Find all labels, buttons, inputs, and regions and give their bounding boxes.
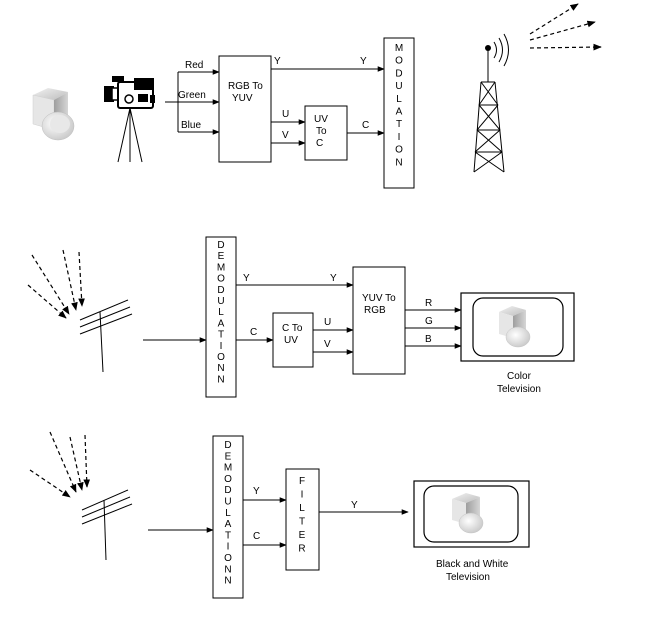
- antenna-icon: [27, 249, 133, 373]
- tower-icon: [473, 33, 509, 173]
- tx-u-label: U: [282, 109, 289, 120]
- modulation-letter: A: [396, 107, 403, 118]
- filter-letter: R: [298, 544, 305, 555]
- rxc-r-label: R: [425, 298, 432, 309]
- color-demodulation-letter: N: [217, 374, 224, 385]
- color-demodulation-letter: N: [217, 363, 224, 374]
- filter-letter: I: [301, 490, 304, 501]
- color-tv-label-1: Color: [507, 371, 532, 382]
- bw-demodulation-block: [212, 435, 244, 599]
- color-demodulation-letter: M: [217, 262, 225, 273]
- object-icon: [32, 88, 75, 141]
- rxc-c-label: C: [250, 327, 257, 338]
- modulation-letter: O: [395, 145, 403, 156]
- modulation-letter: L: [396, 94, 402, 105]
- rxbw-y-in-label: Y: [253, 486, 260, 497]
- filter-letter: T: [299, 517, 305, 528]
- uv-to-c-label-1: UV: [314, 114, 328, 125]
- transmitter-section: Red Green Blue RGB To YUV Y Y U V UV To …: [32, 3, 602, 189]
- uv-to-c-label-3: C: [316, 138, 323, 149]
- bw-demodulation-letter: L: [225, 508, 231, 519]
- modulation-letter: I: [398, 132, 401, 143]
- rxc-b-label: B: [425, 334, 432, 345]
- rxc-g-label: G: [425, 316, 433, 327]
- rgb-to-yuv-block: [218, 55, 272, 163]
- bw-demodulation-letter: A: [225, 519, 232, 530]
- bw-demodulation-letter: E: [225, 451, 232, 462]
- rgb-to-yuv-label-2: YUV: [232, 93, 253, 104]
- color-demodulation-letter: T: [218, 330, 224, 341]
- filter-block: [285, 468, 320, 571]
- rxc-u-label: U: [324, 317, 331, 328]
- bw-demodulation-letter: O: [224, 553, 232, 564]
- yuv-to-rgb-label-1: YUV To: [362, 293, 396, 304]
- red-label: Red: [185, 60, 203, 71]
- color-demodulation-letter: A: [218, 318, 225, 329]
- color-demodulation-letter: O: [217, 352, 225, 363]
- color-demodulation-letter: D: [217, 285, 224, 296]
- bw-demodulation-letter: D: [224, 485, 231, 496]
- antenna-icon: [29, 431, 133, 561]
- bw-demodulation-letter: D: [224, 440, 231, 451]
- green-label: Green: [178, 90, 206, 101]
- modulation-letter: N: [395, 157, 402, 168]
- television-icon: [413, 480, 530, 548]
- tx-y-label-2: Y: [360, 56, 367, 67]
- tx-y-label-1: Y: [274, 56, 281, 67]
- filter-letter: L: [299, 503, 305, 514]
- bw-demodulation-letter: N: [224, 576, 231, 587]
- bw-demodulation-letter: M: [224, 463, 232, 474]
- color-demodulation-letter: I: [220, 341, 223, 352]
- modulation-letter: D: [395, 68, 402, 79]
- modulation-letter: O: [395, 56, 403, 67]
- blue-label: Blue: [181, 120, 201, 131]
- camera-icon: [104, 76, 155, 163]
- c-to-uv-label-2: UV: [284, 335, 298, 346]
- bw-demodulation-letter: T: [225, 530, 231, 541]
- bw-demodulation-letter: O: [224, 474, 232, 485]
- c-to-uv-label-1: C To: [282, 323, 303, 334]
- bw-demodulation-letter: I: [227, 542, 230, 553]
- yuv-to-rgb-label-2: RGB: [364, 305, 386, 316]
- bw-demodulation-letter: U: [224, 497, 231, 508]
- rgb-to-yuv-label-1: RGB To: [228, 81, 263, 92]
- yuv-to-rgb-block: [352, 266, 406, 375]
- uv-to-c-block: [304, 105, 348, 161]
- rxc-v-label: V: [324, 339, 331, 350]
- uv-to-c-label-2: To: [316, 126, 327, 137]
- bw-tv-label-1: Black and White: [436, 559, 509, 570]
- filter-letter: F: [299, 476, 305, 487]
- rxbw-c-in-label: C: [253, 531, 260, 542]
- rxbw-y-out-label: Y: [351, 500, 358, 511]
- c-to-uv-block: [272, 312, 314, 368]
- color-demodulation-letter: E: [218, 251, 225, 262]
- tx-v-label: V: [282, 130, 289, 141]
- color-demodulation-letter: L: [218, 307, 224, 318]
- rxc-y-label-2: Y: [330, 273, 337, 284]
- filter-letter: E: [299, 530, 306, 541]
- color-demodulation-letter: D: [217, 240, 224, 251]
- color-demodulation-letter: O: [217, 274, 225, 285]
- modulation-letter: M: [395, 43, 403, 54]
- broadcast-waves-icon: [529, 3, 602, 51]
- color-tv-label-2: Television: [497, 384, 541, 395]
- television-icon: [460, 292, 575, 362]
- tx-c-label: C: [362, 120, 369, 131]
- bw-demodulation-letter: N: [224, 564, 231, 575]
- color-demodulation-letter: U: [217, 296, 224, 307]
- rxc-y-label-1: Y: [243, 273, 250, 284]
- modulation-letter: U: [395, 81, 402, 92]
- modulation-letter: T: [396, 119, 402, 130]
- color-demodulation-block: [205, 236, 237, 398]
- modulation-block: [383, 37, 415, 189]
- bw-tv-label-2: Television: [446, 572, 490, 583]
